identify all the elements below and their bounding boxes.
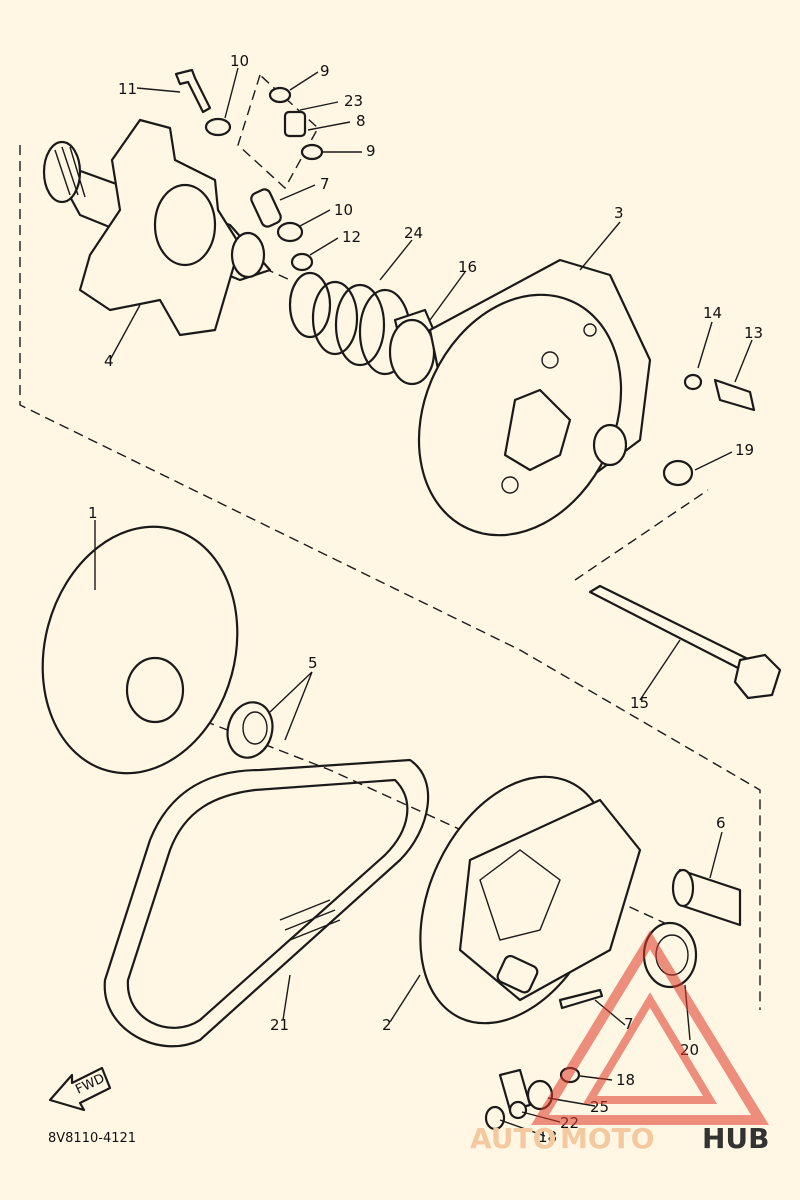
callout-3: 3 — [614, 204, 624, 222]
watermark-text: AUTO MOTO HUB — [470, 1122, 770, 1155]
callout-9-bottom: 9 — [366, 142, 376, 160]
callout-9-top: 9 — [320, 62, 330, 80]
callout-10-bottom: 10 — [334, 201, 353, 219]
callout-11: 11 — [118, 80, 137, 98]
drive-belt — [103, 758, 430, 1048]
drive-shaft-spider — [42, 118, 272, 337]
callout-19: 19 — [735, 441, 754, 459]
callout-18-bottom: 18 — [538, 1128, 557, 1146]
clutch-assembly — [419, 775, 642, 1025]
callout-2: 2 — [382, 1016, 392, 1034]
fixed-sheave — [41, 525, 239, 775]
callout-24: 24 — [404, 224, 423, 242]
drawing-code: 8V8110-4121 — [48, 1131, 136, 1146]
svg-text:AUTO: AUTO — [470, 1122, 556, 1155]
callout-4: 4 — [104, 352, 114, 370]
upper-hardware — [174, 68, 324, 272]
long-bolt — [588, 584, 782, 700]
watermark — [531, 930, 769, 1125]
lower-hardware — [484, 868, 742, 1131]
svg-text:HUB: HUB — [702, 1122, 770, 1155]
callout-7-top: 7 — [320, 175, 330, 193]
fwd-arrow: FWD — [48, 1066, 112, 1112]
callout-18-top: 18 — [616, 1071, 635, 1089]
svg-text:MOTO: MOTO — [560, 1122, 655, 1155]
callout-8: 8 — [356, 112, 366, 130]
callout-10-top: 10 — [230, 52, 249, 70]
callout-16: 16 — [458, 258, 477, 276]
bushing — [388, 308, 442, 386]
callout-7-bottom: 7 — [624, 1015, 634, 1033]
callout-12: 12 — [342, 228, 361, 246]
cover-hardware — [662, 373, 756, 487]
leader-lines — [94, 67, 753, 1137]
callout-21: 23 — [344, 92, 363, 110]
callout-6: 6 — [716, 814, 726, 832]
callout-13: 13 — [744, 324, 763, 342]
callout-14: 14 — [703, 304, 722, 322]
callout-1: 1 — [88, 504, 98, 522]
collar — [226, 701, 274, 759]
callout-25: 21 — [270, 1016, 289, 1034]
callout-5: 5 — [308, 654, 318, 672]
callout-15: 15 — [630, 694, 649, 712]
sheave-cover — [417, 258, 652, 537]
